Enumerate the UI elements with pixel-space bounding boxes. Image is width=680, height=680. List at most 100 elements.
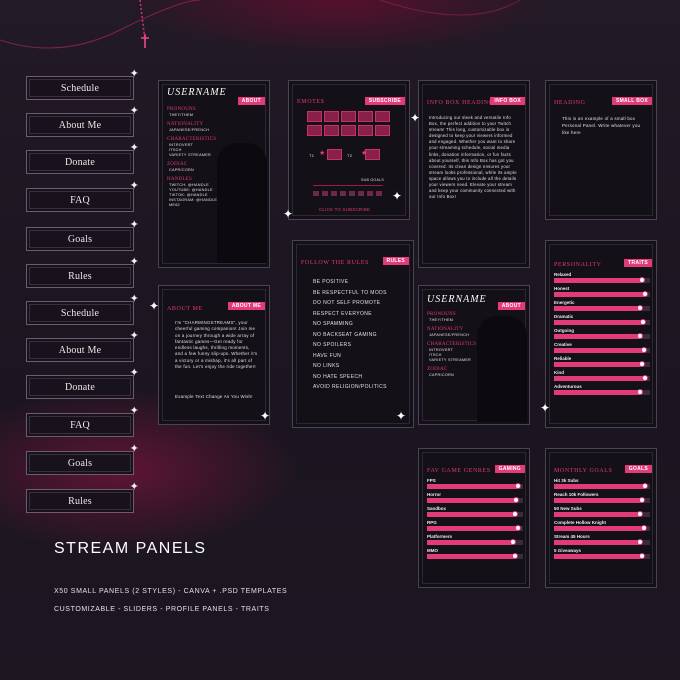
slider-knob[interactable] <box>639 553 646 559</box>
panel-title: EMOTES <box>297 99 325 105</box>
characteristic-2: ITSCH <box>169 148 182 152</box>
slider-track[interactable] <box>427 511 523 517</box>
small-panel-schedule[interactable]: Schedule ✦ <box>26 69 139 100</box>
rule-item: NO SPOILERS <box>313 342 352 348</box>
about-profile-panel: ABOUT USERNAME PRONOUNS THEY/THEM NATION… <box>158 80 270 268</box>
slider-fill <box>427 484 519 489</box>
slider-knob[interactable] <box>515 483 522 489</box>
rule-item: AVOID RELIGION/POLITICS <box>313 384 387 390</box>
slider-fill <box>427 554 516 559</box>
slider-track[interactable] <box>554 333 650 339</box>
sub-goal-segment <box>376 191 382 196</box>
small-panel-label: Donate <box>64 381 96 393</box>
slider-knob[interactable] <box>641 525 648 531</box>
slider-track[interactable] <box>554 361 650 367</box>
slider-knob[interactable] <box>637 389 644 395</box>
handle-3: TIKTOK: @HANDLE <box>169 193 208 197</box>
slider-label: 50 New Subs <box>554 506 582 511</box>
slider-track[interactable] <box>427 539 523 545</box>
slider-label: Reach 10k Followers <box>554 492 599 497</box>
slider-knob[interactable] <box>641 347 648 353</box>
slider-track[interactable] <box>554 319 650 325</box>
emote-slot <box>341 125 356 136</box>
rule-item: NO SPAMMING <box>313 321 354 327</box>
slider-knob[interactable] <box>639 277 646 283</box>
subscribe-cta[interactable]: CLICK TO SUBSCRIBE <box>319 207 371 212</box>
sub-goal-segment <box>331 191 337 196</box>
small-panel-schedule[interactable]: Schedule✦ <box>26 294 139 325</box>
slider-knob[interactable] <box>510 539 517 545</box>
slider-track[interactable] <box>554 483 650 489</box>
slider-track[interactable] <box>554 375 650 381</box>
small-panel-about-me[interactable]: About Me✦ <box>26 331 139 362</box>
emote-slot <box>307 111 322 122</box>
slider-track[interactable] <box>427 483 523 489</box>
slider-track[interactable] <box>427 553 523 559</box>
slider-track[interactable] <box>554 553 650 559</box>
slider-track[interactable] <box>554 497 650 503</box>
small-panel-donate[interactable]: Donate✦ <box>26 368 139 399</box>
slider-knob[interactable] <box>639 497 646 503</box>
slider-track[interactable] <box>554 389 650 395</box>
slider-track[interactable] <box>554 525 650 531</box>
slider-track[interactable] <box>554 347 650 353</box>
slider-label: Dramatic <box>554 314 574 319</box>
panel-tag: GOALS <box>624 465 652 473</box>
small-panel-goals[interactable]: Goals ✦ <box>26 220 139 251</box>
slider-fill <box>554 278 643 283</box>
slider-knob[interactable] <box>512 553 519 559</box>
slider-track[interactable] <box>554 277 650 283</box>
small-panel-goals[interactable]: Goals✦ <box>26 444 139 475</box>
zodiac-value: CAPRICORN <box>169 168 195 172</box>
slider-knob[interactable] <box>642 375 649 381</box>
username-title: USERNAME <box>167 87 227 98</box>
panel-tag: SMALL BOX <box>611 97 652 105</box>
tier-emote-slot <box>365 149 380 160</box>
sparkle-icon: ✦ <box>129 68 139 80</box>
slider-track[interactable] <box>554 291 650 297</box>
slider-label: Complete Hollow Knight <box>554 520 606 525</box>
characteristic-1: INTROVERT <box>169 143 194 147</box>
slider-knob[interactable] <box>512 511 519 517</box>
slider-track[interactable] <box>427 497 523 503</box>
small-panel-label: Rules <box>68 270 92 282</box>
slider-knob[interactable] <box>637 539 644 545</box>
small-panel-label: Donate <box>64 156 96 168</box>
panel-tag: ABOUT ME <box>227 302 265 310</box>
slider-track[interactable] <box>554 539 650 545</box>
rule-item: DO NOT SELF PROMOTE <box>313 300 381 306</box>
handle-1: TWITCH: @HANDLE <box>169 183 209 187</box>
slider-knob[interactable] <box>640 319 647 325</box>
slider-track[interactable] <box>427 525 523 531</box>
slider-fill <box>554 348 645 353</box>
small-panel-donate[interactable]: Donate✦ <box>26 143 139 174</box>
slider-knob[interactable] <box>513 497 520 503</box>
slider-track[interactable] <box>554 305 650 311</box>
slider-knob[interactable] <box>637 511 644 517</box>
slider-knob[interactable] <box>637 305 644 311</box>
small-panel-rules[interactable]: Rules✦ <box>26 482 139 513</box>
panel-title: PERSONALITY <box>554 262 602 268</box>
emote-slot <box>375 111 390 122</box>
slider-knob[interactable] <box>642 483 649 489</box>
slider-knob[interactable] <box>642 291 649 297</box>
nationality-heading: NATIONALITY <box>167 122 204 127</box>
slider-knob[interactable] <box>639 361 646 367</box>
slider-knob[interactable] <box>637 333 644 339</box>
small-panel-faq[interactable]: FAQ✦ <box>26 181 139 212</box>
small-panel-about-me[interactable]: About Me✦ <box>26 106 139 137</box>
slider-knob[interactable] <box>515 525 522 531</box>
small-panel-rules[interactable]: Rules✦ <box>26 257 139 288</box>
emotes-panel: SUBSCRIBE EMOTES T1 T2 ★ ★ SUB GOALS CLI… <box>288 80 410 220</box>
sparkle-icon: ✦ <box>129 219 139 231</box>
small-panel-label: Schedule <box>60 82 100 94</box>
info-box-panel: INFO BOX INFO BOX HEADING Introducing ou… <box>418 80 530 268</box>
small-panel-label: Goals <box>67 233 93 245</box>
small-panel-faq[interactable]: FAQ✦ <box>26 406 139 437</box>
star-icon: ★ <box>319 150 326 157</box>
slider-label: Outgoing <box>554 328 574 333</box>
characteristic-3: VARIETY STREAMER <box>169 153 212 157</box>
small-panel-label: Rules <box>68 495 92 507</box>
slider-track[interactable] <box>554 511 650 517</box>
